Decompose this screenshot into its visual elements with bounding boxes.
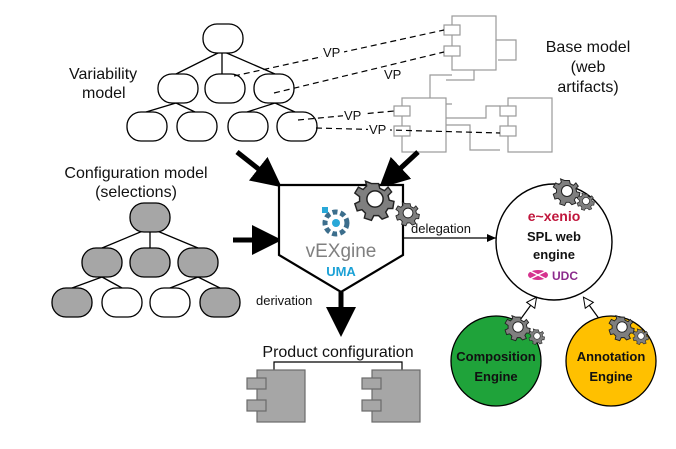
vp-label: VP (323, 45, 340, 60)
tree-node (202, 23, 244, 54)
svg-text:(web: (web (571, 59, 606, 76)
udc-logo-icon (527, 269, 549, 281)
tree-node (101, 287, 143, 318)
spl-engine-title: SPL web (527, 229, 581, 244)
vp-label: VP (369, 122, 386, 137)
svg-text:Composition: Composition (456, 349, 535, 364)
vexgine-org: UMA (326, 264, 356, 279)
tree-node-selected (199, 287, 241, 318)
variability-model-label: Variability model (69, 66, 137, 102)
svg-text:Engine: Engine (589, 369, 632, 384)
tree-node (253, 73, 295, 104)
vp-label: VP (384, 67, 401, 82)
tree-node-selected (51, 287, 93, 318)
exenio-logo: e~xenio (528, 208, 581, 224)
spl-engine-title: engine (533, 247, 575, 262)
tree-node (157, 73, 199, 104)
svg-text:Annotation: Annotation (577, 349, 646, 364)
composition-arrow (519, 298, 536, 321)
tree-node (149, 287, 191, 318)
product-configuration-components (246, 361, 421, 423)
product-configuration-label: Product configuration (262, 344, 413, 361)
tree-node (126, 111, 168, 142)
input-arrows (233, 150, 420, 337)
annotation-arrow (584, 298, 601, 321)
tree-node-selected (129, 247, 171, 278)
delegation-label: delegation (411, 221, 471, 236)
vp-label: VP (344, 108, 361, 123)
variability-model-tree (126, 23, 318, 142)
composition-engine: Composition Engine (450, 315, 542, 407)
configuration-model-label: Configuration model (selections) (64, 165, 207, 201)
tree-node (276, 111, 318, 142)
tree-node-selected (177, 247, 219, 278)
vp-links (233, 29, 501, 134)
svg-text:Engine: Engine (474, 369, 517, 384)
tree-node-selected (129, 202, 171, 233)
configuration-model-tree (51, 202, 241, 318)
svg-text:Base model: Base model (546, 39, 631, 56)
svg-text:Variability: Variability (69, 66, 137, 83)
udc-label: UDC (552, 269, 578, 283)
svg-text:(selections): (selections) (95, 184, 177, 201)
svg-text:model: model (82, 85, 126, 102)
base-model-components (393, 15, 553, 153)
svg-text:artifacts): artifacts) (557, 79, 618, 96)
spl-web-engine: e~xenio SPL web engine UDC (495, 183, 613, 301)
tree-node (227, 111, 269, 142)
tree-node-selected (81, 247, 123, 278)
tree-node (176, 111, 218, 142)
svg-text:Configuration model: Configuration model (64, 165, 207, 182)
derivation-label: derivation (256, 293, 312, 308)
base-model-label: Base model (web artifacts) (546, 39, 631, 96)
tree-node (204, 73, 246, 104)
vexgine-name: vEXgine (306, 241, 377, 262)
vp-labels: VP VP VP VP (322, 45, 405, 137)
vexgine-logo-icon (322, 207, 350, 237)
